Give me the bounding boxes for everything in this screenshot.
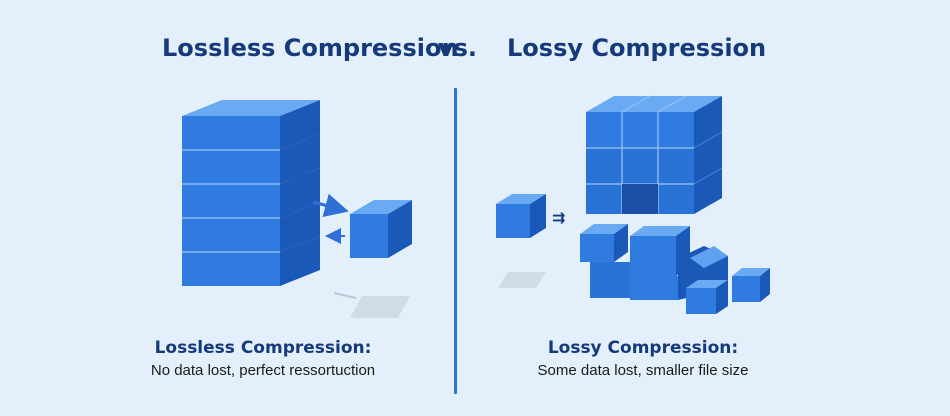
shadow-mark (498, 272, 546, 288)
lossless-stack-illustration (182, 100, 412, 318)
lossy-caption-text: Some data lost, smaller file size (537, 362, 749, 379)
fragment-cube (630, 226, 690, 276)
shadow-mark (350, 296, 410, 318)
lossless-caption-heading: Lossless Compression: (154, 338, 372, 358)
faint-arrow-icon (333, 292, 357, 299)
right-title: Lossy Compression (507, 34, 767, 62)
fragment-cube (590, 246, 728, 300)
double-arrow-icon: ⇉ (552, 208, 565, 227)
fragment-cube (732, 268, 770, 302)
extracted-cube (350, 200, 412, 258)
stack-slab-top (182, 100, 320, 150)
source-cube (496, 194, 546, 238)
vs-label: vs. (438, 34, 478, 62)
lossy-caption-heading: Lossy Compression: (547, 338, 739, 358)
fragment-cube (580, 224, 628, 262)
arrow-out-icon (312, 193, 349, 217)
cube-block-grid (586, 95, 723, 214)
fragment-cube (686, 280, 728, 314)
left-title: Lossless Compression (162, 34, 459, 62)
lossless-caption-text: No data lost, perfect ressortuction (150, 362, 376, 379)
center-divider (454, 88, 457, 394)
lossy-cube-illustration: ⇉ (496, 95, 770, 314)
